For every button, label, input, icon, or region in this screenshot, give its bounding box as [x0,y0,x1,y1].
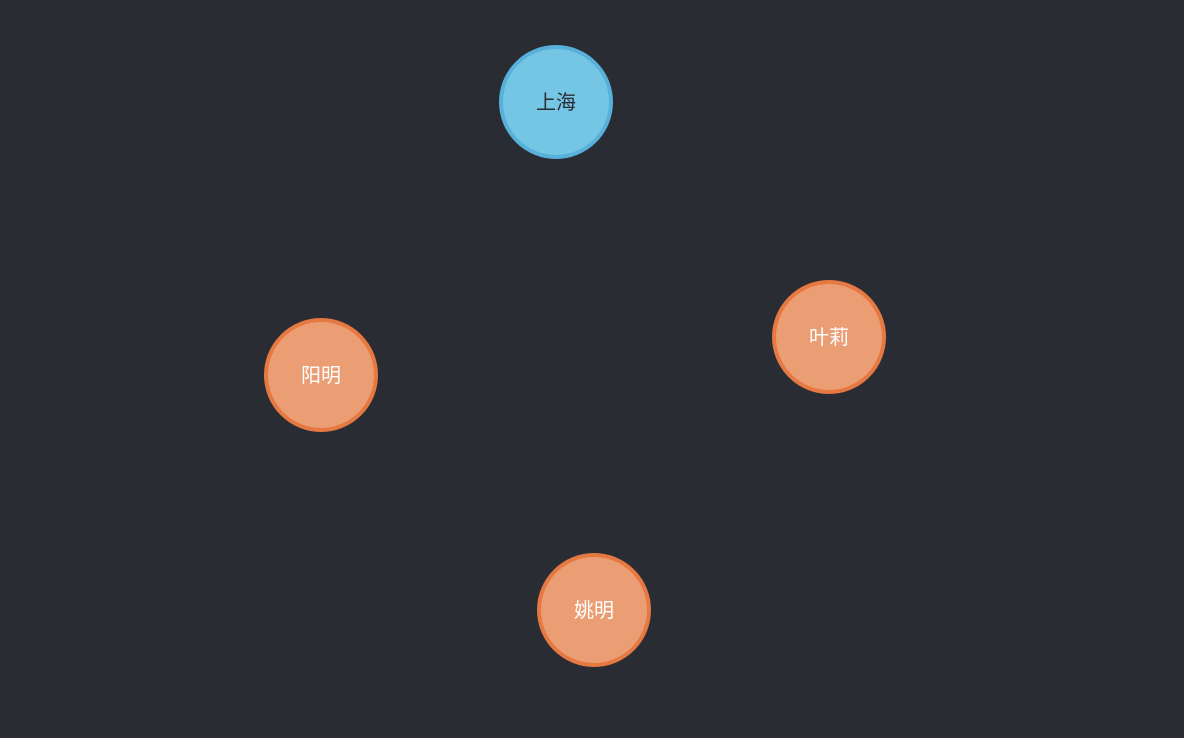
node-label-yeli: 叶莉 [809,325,849,349]
node-label-yaoming: 姚明 [574,598,614,622]
node-label-yangming: 阳明 [301,363,341,387]
node-shanghai[interactable]: 上海 [499,45,613,159]
node-yaoming[interactable]: 姚明 [537,553,651,667]
node-label-shanghai: 上海 [536,90,576,114]
node-yangming[interactable]: 阳明 [264,318,378,432]
node-yeli[interactable]: 叶莉 [772,280,886,394]
